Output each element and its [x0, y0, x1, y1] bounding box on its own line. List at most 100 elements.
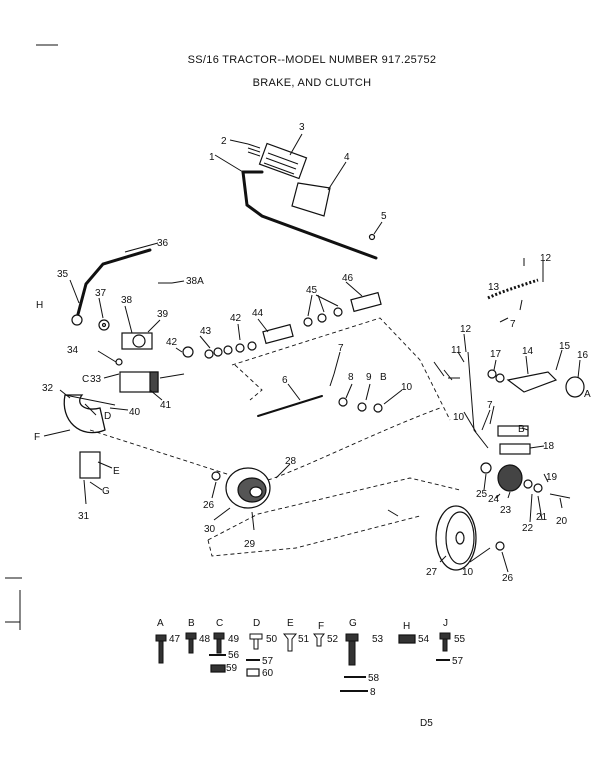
callout-label: 4	[344, 152, 350, 163]
hardware-part-number: 50	[266, 634, 278, 645]
callout-label: 7	[338, 343, 344, 354]
callout-label: 39	[157, 309, 169, 320]
callout-label: 12	[540, 253, 552, 264]
hardware-part-number: 58	[368, 673, 380, 684]
callout-label: 22	[522, 523, 534, 534]
idler-pulley	[387, 505, 505, 571]
callout-label: 45	[306, 285, 318, 296]
callout-label: 16	[577, 350, 589, 361]
hardware-part-number: 47	[169, 634, 181, 645]
hardware-item-a: A 47	[155, 618, 181, 664]
callout-label: 3	[299, 122, 305, 133]
hardware-part-number: 57	[262, 656, 274, 667]
hardware-part-number: 59	[226, 663, 238, 674]
callout-label: C	[82, 374, 89, 385]
callout-label: 10	[453, 412, 465, 423]
callout-label: 44	[252, 308, 264, 319]
callout-label: 33	[90, 374, 102, 385]
hardware-letter: A	[157, 618, 164, 629]
callout-label: 29	[244, 539, 256, 550]
callout-label: 38	[121, 295, 133, 306]
callout-label: 11	[451, 345, 462, 356]
hardware-part-number: 53	[372, 634, 384, 645]
hardware-letter: E	[287, 618, 294, 629]
callout-label: 24	[488, 494, 500, 505]
callout-label: 42	[230, 313, 242, 324]
pedal-rod-assembly	[241, 142, 378, 260]
callout-label: 35	[57, 269, 69, 280]
callout-label: 2	[221, 136, 227, 147]
hardware-item-g: G 53	[345, 618, 384, 666]
callout-label: B	[380, 372, 387, 383]
callout-label: 15	[559, 341, 571, 352]
callout-label: 12	[460, 324, 472, 335]
callout-label: 42	[166, 337, 178, 348]
callout-label: 32	[42, 383, 54, 394]
callout-label: G	[102, 486, 110, 497]
hardware-letter: D	[253, 618, 260, 629]
transaxle-outline	[89, 317, 461, 557]
hardware-part-number: 54	[418, 634, 430, 645]
callout-label: 13	[488, 282, 500, 293]
callout-label: 10	[462, 567, 474, 578]
callout-label: 27	[426, 567, 438, 578]
callout-label: D	[104, 411, 111, 422]
hardware-item-f: F 52	[313, 621, 339, 647]
hardware-item-e: E 51	[282, 618, 310, 652]
clutch-pulley	[211, 467, 271, 509]
brake-rod-assembly	[257, 373, 383, 417]
hardware-part-number: 49	[228, 634, 240, 645]
hardware-letter: J	[443, 618, 448, 629]
callout-label: 21	[536, 512, 548, 523]
hardware-part-number: 56	[228, 650, 240, 661]
callout-label: 17	[490, 349, 502, 360]
callout-label: 41	[160, 400, 172, 411]
callout-label: B	[518, 424, 525, 435]
callout-label: 46	[342, 273, 354, 284]
hardware-item-b: B 48	[185, 618, 211, 654]
callout-label: 37	[95, 288, 107, 299]
hardware-part-number: 57	[452, 656, 464, 667]
callout-label: 10	[401, 382, 413, 393]
callout-label: 23	[500, 505, 512, 516]
callout-label: 30	[204, 524, 216, 535]
hardware-item-d: D 50	[249, 618, 278, 650]
hardware-item-h: H 54	[398, 621, 430, 645]
callout-label: 19	[546, 472, 558, 483]
brake-band-assembly	[63, 358, 185, 479]
callout-label: 20	[556, 516, 568, 527]
page-code: D5	[420, 718, 433, 729]
callout-label: 43	[200, 326, 212, 337]
hardware-item-j: J 55	[439, 618, 466, 652]
hardware-letter: B	[188, 618, 195, 629]
callout-label: 25	[476, 489, 488, 500]
hardware-letter: H	[403, 621, 410, 632]
callout-label: 6	[282, 375, 288, 386]
callout-label: H	[36, 300, 43, 311]
hardware-part-number: 48	[199, 634, 211, 645]
leader-lines	[43, 133, 581, 573]
callout-label: 34	[67, 345, 79, 356]
hardware-letter: C	[216, 618, 223, 629]
hardware-part-number: 51	[298, 634, 310, 645]
callout-label: 8	[348, 372, 354, 383]
callout-label: 1	[209, 152, 215, 163]
callout-label: A	[584, 389, 591, 400]
callout-label: 31	[78, 511, 90, 522]
hardware-letter: F	[318, 621, 324, 632]
callout-label: 5	[381, 211, 387, 222]
callout-label: 26	[502, 573, 514, 584]
callout-label: E	[113, 466, 120, 477]
callout-label: 38A	[186, 276, 204, 287]
hardware-letter: G	[349, 618, 357, 629]
hardware-part-number: 52	[327, 634, 339, 645]
hardware-item-c: C 49	[213, 618, 240, 654]
callout-label: 14	[522, 346, 534, 357]
diagram-subtitle: BRAKE, AND CLUTCH	[252, 77, 372, 89]
callout-label: F	[34, 432, 40, 443]
right-linkage	[448, 260, 585, 499]
callout-label: 36	[157, 238, 169, 249]
shaft-assembly	[182, 291, 382, 359]
callout-label: 9	[366, 372, 372, 383]
